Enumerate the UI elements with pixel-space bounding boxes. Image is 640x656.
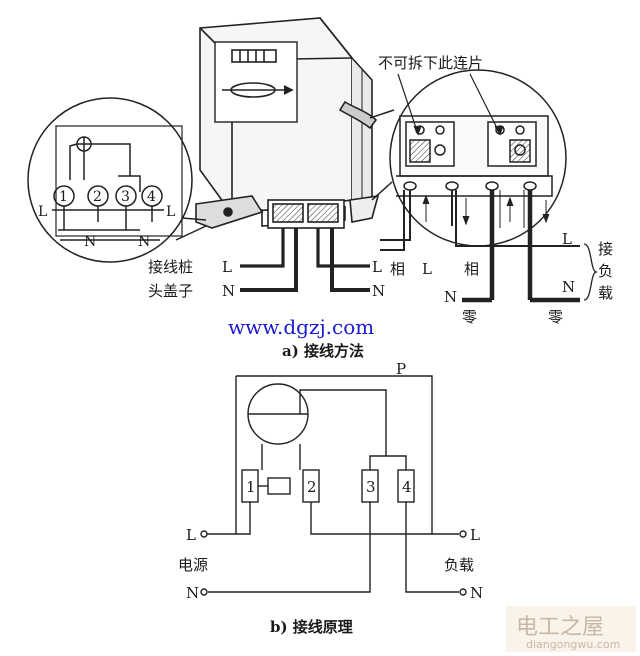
svg-text:L: L [562, 230, 572, 248]
svg-text:L: L [38, 204, 47, 220]
svg-text:1: 1 [246, 478, 256, 496]
site-url: www.dgzj.com [228, 315, 374, 339]
electric-meter [195, 17, 380, 229]
meter-wires [240, 228, 370, 292]
svg-text:负: 负 [598, 262, 613, 280]
svg-text:2: 2 [93, 189, 102, 205]
counter-digits [231, 49, 277, 63]
svg-text:N: N [470, 584, 483, 602]
right-zoom-detail [369, 69, 567, 247]
caption-b: b) 接线原理 [270, 618, 353, 636]
svg-text:L: L [422, 260, 432, 278]
svg-text:L: L [470, 526, 480, 544]
svg-text:载: 载 [598, 284, 613, 302]
top-labels: 接线桩 头盖子 L N L N 相 L 相 L N N 零 零 接 负 载 [148, 230, 613, 326]
svg-text:零: 零 [462, 308, 477, 326]
svg-text:电源: 电源 [178, 556, 208, 574]
svg-text:N: N [562, 278, 575, 296]
schematic [200, 375, 467, 596]
svg-text:L: L [222, 258, 232, 276]
svg-text:相: 相 [390, 260, 405, 278]
disk-rotor [222, 82, 294, 98]
svg-text:接线桩: 接线桩 [148, 258, 193, 276]
svg-text:4: 4 [147, 189, 156, 205]
svg-text:N: N [372, 282, 385, 300]
svg-text:头盖子: 头盖子 [148, 282, 193, 300]
svg-text:N: N [138, 234, 150, 250]
svg-text:L: L [186, 526, 196, 544]
svg-text:电工之屋: 电工之屋 [516, 615, 604, 640]
svg-text:L: L [372, 258, 382, 276]
svg-text:3: 3 [366, 478, 376, 496]
svg-text:零: 零 [548, 308, 563, 326]
svg-text:相: 相 [464, 260, 479, 278]
svg-text:diangongwu.com: diangongwu.com [526, 638, 620, 651]
load-wires [380, 190, 599, 303]
svg-text:3: 3 [121, 189, 130, 205]
svg-text:4: 4 [402, 478, 412, 496]
svg-text:接: 接 [598, 240, 613, 258]
svg-text:L: L [166, 204, 175, 220]
left-zoom-detail [27, 97, 207, 263]
schematic-labels: P 1 2 3 4 L L 电源 负载 N N [178, 360, 483, 602]
svg-text:负载: 负载 [444, 556, 474, 574]
callout-leader [397, 73, 504, 136]
svg-text:N: N [444, 288, 457, 306]
svg-text:N: N [222, 282, 235, 300]
svg-text:1: 1 [59, 189, 68, 205]
left-zoom-terminal-numbers: 1 2 3 4 L L N N [38, 189, 175, 250]
svg-text:N: N [84, 234, 96, 250]
svg-text:N: N [186, 584, 199, 602]
caption-a: a) 接线方法 [282, 342, 364, 360]
watermark: 电工之屋 diangongwu.com [506, 606, 636, 652]
svg-text:P: P [396, 360, 406, 378]
svg-text:2: 2 [307, 478, 317, 496]
callout-text: 不可拆下此连片 [378, 54, 483, 72]
